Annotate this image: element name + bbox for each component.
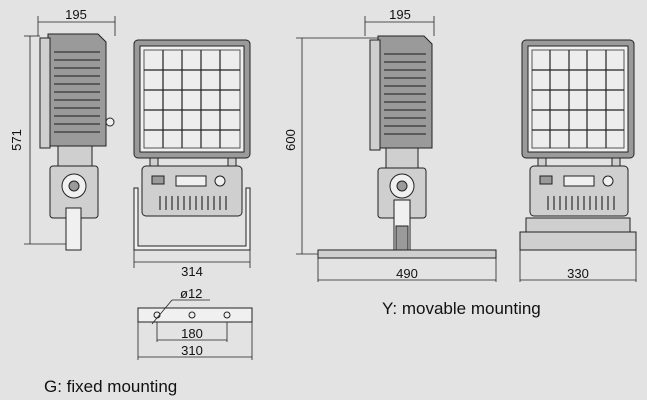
y-base-length-label: 490 — [396, 266, 418, 281]
g-side-fins — [54, 51, 100, 133]
g-front-driver-box — [141, 165, 243, 217]
g-front-vents — [159, 196, 227, 210]
g-side-view: 195 571 — [9, 7, 116, 251]
bracket-hole-3 — [223, 311, 231, 319]
y-side-width-label: 195 — [389, 7, 411, 22]
g-side-width-label: 195 — [65, 7, 87, 22]
y-side-view: 195 600 490 — [283, 7, 497, 282]
y-front-width-label: 330 — [567, 266, 589, 281]
g-front-u-bracket — [133, 187, 251, 251]
g-side-knob — [105, 117, 115, 127]
g-front-gland — [214, 175, 226, 187]
g-front-label-plate — [175, 175, 207, 187]
y-front-logo — [539, 175, 553, 185]
g-side-height-label: 571 — [9, 129, 24, 151]
y-front-stand — [525, 217, 631, 233]
y-side-neck — [385, 147, 419, 169]
y-side-pivot-inner — [396, 180, 408, 192]
y-side-housing — [377, 35, 433, 149]
bracket-length-label: 310 — [181, 343, 203, 358]
y-side-height-label: 600 — [283, 129, 298, 151]
g-front-grille — [143, 49, 241, 149]
g-front-view: 314 — [133, 39, 251, 279]
g-side-front-glass — [39, 37, 51, 149]
y-side-post-sleeve — [395, 225, 409, 251]
y-front-grille — [531, 49, 625, 149]
g-side-housing — [47, 33, 107, 147]
y-front-vents — [547, 196, 615, 210]
bracket-detail: ø12 180 310 — [137, 286, 253, 360]
caption-movable: Y: movable mounting — [382, 299, 541, 318]
g-front-width-label: 314 — [181, 264, 203, 279]
y-front-base — [519, 231, 637, 251]
y-front-label-plate — [563, 175, 595, 187]
g-side-pivot-inner — [68, 180, 80, 192]
bracket-hole-2 — [188, 311, 196, 319]
caption-fixed: G: fixed mounting — [44, 377, 177, 396]
y-front-gland — [602, 175, 614, 187]
y-side-front-glass — [369, 39, 381, 151]
bracket-hole-label: ø12 — [180, 286, 202, 301]
y-front-view: 330 — [519, 39, 637, 282]
g-side-neck — [57, 145, 93, 167]
bracket-spacing-label: 180 — [181, 326, 203, 341]
y-base — [317, 249, 497, 259]
g-front-logo — [151, 175, 165, 185]
g-side-bracket — [65, 207, 82, 251]
y-side-fins — [384, 53, 426, 135]
